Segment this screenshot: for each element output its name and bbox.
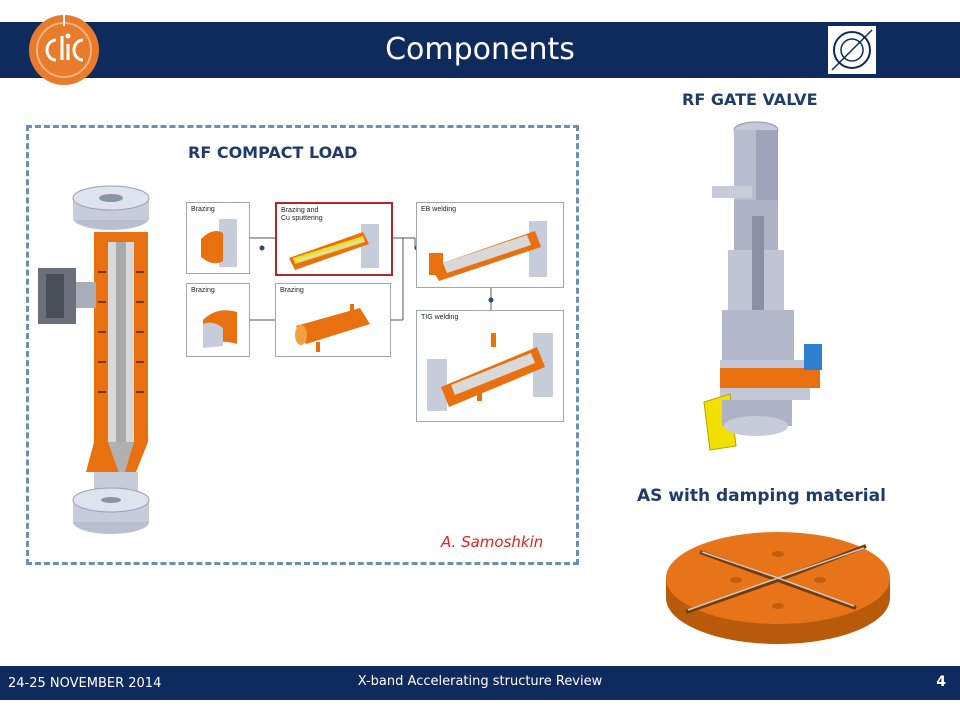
step-label: Brazing	[191, 206, 215, 213]
step-panel-tig-welding: TIG welding	[416, 310, 564, 422]
header-bar: Components	[0, 22, 960, 78]
step-label: EB welding	[421, 206, 457, 213]
step-label: Brazing	[191, 287, 215, 294]
rf-gate-valve-label: RF GATE VALVE	[682, 90, 818, 109]
as-damping-disk	[666, 532, 890, 644]
as-damping-label: AS with damping material	[637, 486, 886, 506]
footer-date: 24-25 NOVEMBER 2014	[8, 676, 162, 691]
step-panel-brazing-cu-sputtering: Brazing and Cu sputtering	[275, 202, 393, 276]
part-drawing	[289, 224, 379, 270]
clic-logo	[29, 15, 99, 85]
step-panel-brazing-3: Brazing	[275, 283, 391, 357]
footer-bar: 24-25 NOVEMBER 2014 X-band Accelerating …	[0, 666, 960, 700]
step-label: Brazing	[280, 287, 304, 294]
part-drawing	[203, 310, 237, 348]
rf-compact-load-box	[26, 125, 579, 565]
rf-compact-load-drawing	[38, 185, 150, 534]
rf-gate-valve-drawing	[703, 121, 822, 451]
step-panel-eb-welding: EB welding	[416, 202, 564, 288]
part-drawing	[201, 219, 237, 267]
part-drawing	[429, 221, 547, 281]
step-label: TIG welding	[421, 314, 459, 321]
step-panel-brazing-1: Brazing	[186, 202, 250, 274]
part-drawing	[427, 333, 553, 411]
page-number: 4	[936, 674, 946, 690]
step-panel-brazing-2: Brazing	[186, 283, 250, 357]
cern-logo	[826, 24, 878, 76]
step-label: Brazing and Cu sputtering	[281, 207, 323, 222]
part-drawing	[295, 304, 370, 352]
page-title: Components	[385, 32, 575, 67]
footer-review-title: X-band Accelerating structure Review	[357, 674, 603, 689]
rf-compact-load-label: RF COMPACT LOAD	[188, 143, 358, 162]
author-credit: A. Samoshkin	[441, 533, 544, 551]
